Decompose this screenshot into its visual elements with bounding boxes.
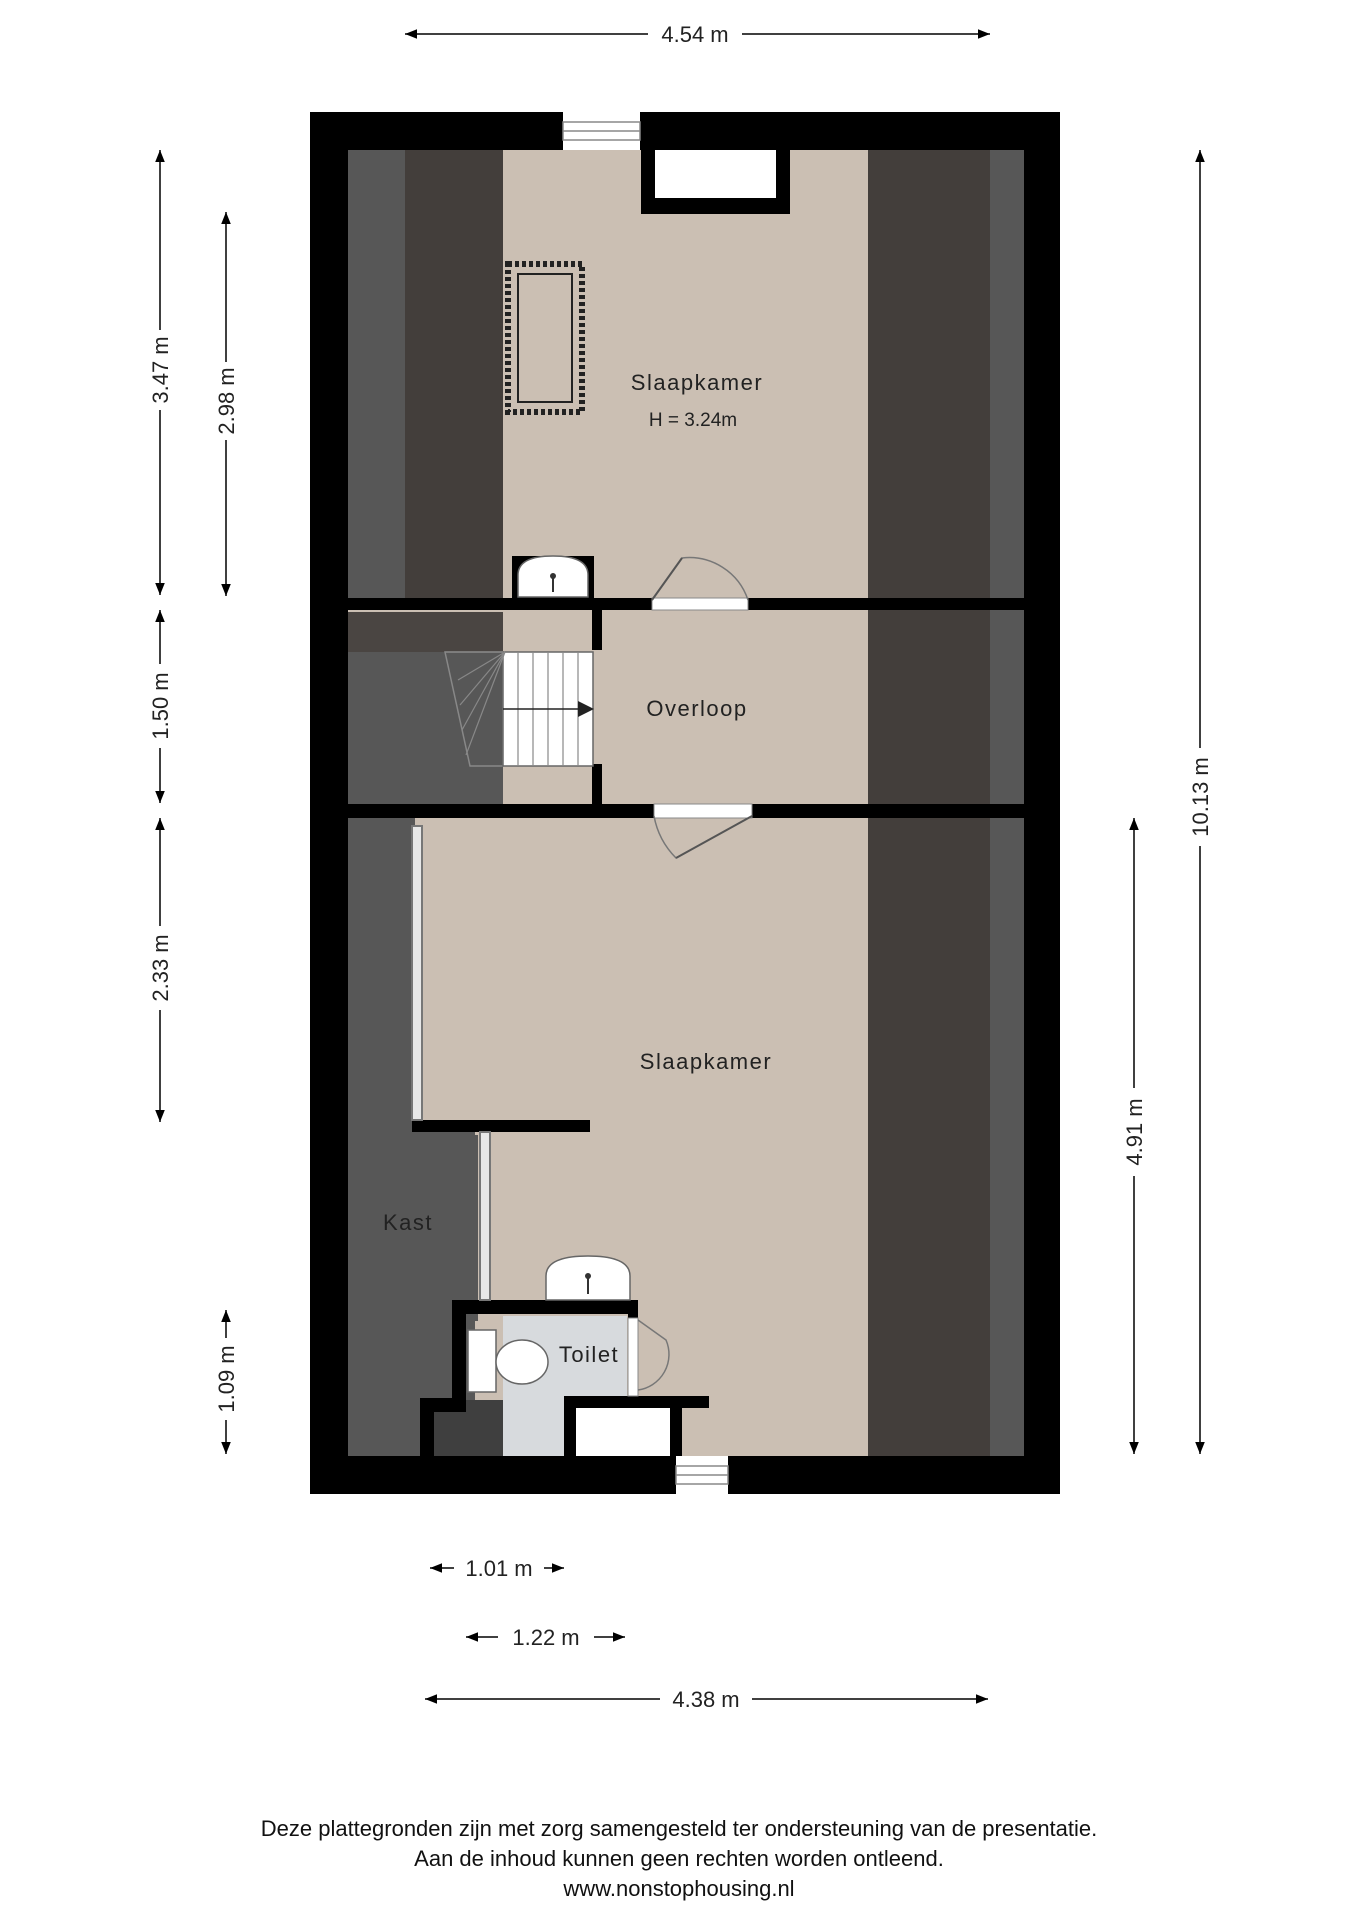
dim-right-lower: 4.91 m	[1122, 1098, 1147, 1165]
disclaimer-line-1: Deze plattegronden zijn met zorg samenge…	[260, 1816, 1098, 1841]
label-closet: Kast	[383, 1210, 433, 1235]
label-bedroom-bottom: Slaapkamer	[640, 1049, 772, 1074]
dim-bottom-small: 1.01 m	[465, 1556, 532, 1581]
staircase	[444, 651, 594, 767]
label-toilet: Toilet	[559, 1342, 619, 1367]
skylight	[505, 261, 585, 415]
closet-floor	[348, 1135, 478, 1321]
windows	[562, 121, 729, 1485]
sink-top	[512, 555, 594, 598]
outer-walls	[310, 112, 1060, 1494]
label-landing: Overloop	[646, 696, 747, 721]
dim-left-lower: 2.33 m	[148, 934, 173, 1001]
website-link[interactable]: www.nonstophousing.nl	[563, 1876, 795, 1901]
dim-left-bottom: 1.09 m	[214, 1345, 239, 1412]
closet-sliding-doors	[411, 825, 491, 1301]
door-bedroom-bottom	[653, 803, 753, 859]
disclaimer-line-2: Aan de inhoud kunnen geen rechten worden…	[414, 1846, 944, 1871]
dim-left-upper: 3.47 m	[148, 336, 173, 403]
disclaimer-footer: Deze plattegronden zijn met zorg samenge…	[0, 1814, 1358, 1904]
dim-left-middle: 1.50 m	[148, 672, 173, 739]
toilet-bowl	[467, 1329, 549, 1393]
dim-right-total: 10.13 m	[1188, 757, 1213, 837]
label-bedroom-top: Slaapkamer	[631, 370, 763, 395]
dim-bottom-total: 4.38 m	[672, 1687, 739, 1712]
dim-bottom-medium: 1.22 m	[512, 1625, 579, 1650]
dim-top-width: 4.54 m	[661, 22, 728, 47]
toilet-box	[576, 1408, 670, 1456]
label-ceiling-height: H = 3.24m	[649, 410, 737, 431]
sink-bottom	[545, 1255, 631, 1301]
dim-left-inner: 2.98 m	[214, 367, 239, 434]
door-toilet	[627, 1317, 670, 1397]
dimension-lines	[155, 29, 1205, 1704]
door-bedroom-top	[651, 556, 749, 611]
